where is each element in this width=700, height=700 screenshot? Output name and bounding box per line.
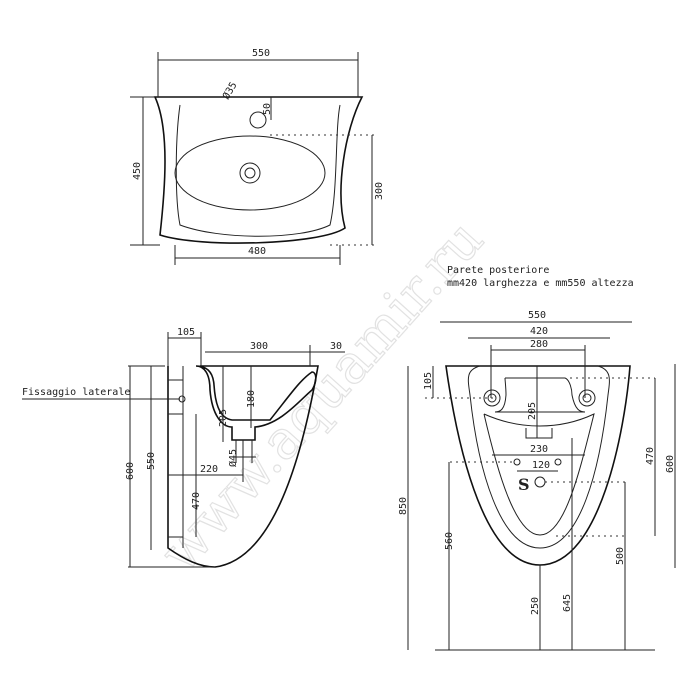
dim-550: 550: [252, 48, 270, 59]
dim-560: 560: [444, 532, 455, 550]
dim-480: 480: [248, 246, 266, 257]
siphon-mark: S: [518, 475, 530, 494]
dim-180: 180: [246, 390, 257, 408]
dim-205-side: 205: [218, 409, 229, 427]
dim-300: 300: [374, 182, 385, 200]
dim-30: 30: [330, 341, 342, 352]
dim-hole-diameter: Ø35: [220, 80, 239, 102]
dim-600-front: 600: [665, 455, 676, 473]
dim-300-side: 300: [250, 341, 268, 352]
dim-450: 450: [132, 162, 143, 180]
dim-205-front: 205: [527, 402, 538, 420]
dim-105-front: 105: [423, 372, 434, 390]
dim-250: 250: [530, 597, 541, 615]
dim-420: 420: [530, 326, 548, 337]
dim-280: 280: [530, 339, 548, 350]
side-view: Fissaggio laterale 105 300 30 600 550 20…: [22, 327, 345, 568]
dim-645: 645: [562, 594, 573, 612]
dim-230: 230: [530, 444, 548, 455]
dim-550-front: 550: [528, 310, 546, 321]
note-line2: mm420 larghezza e mm550 altezza: [447, 278, 634, 289]
dim-120: 120: [532, 460, 550, 471]
dim-220: 220: [200, 464, 218, 475]
note-line1: Parete posteriore: [447, 265, 549, 276]
dim-500: 500: [615, 547, 626, 565]
dim-105-side: 105: [177, 327, 195, 338]
watermark: www.aquamir.ru: [148, 208, 495, 584]
dim-45: Ø45: [227, 449, 239, 467]
label-fissaggio-laterale: Fissaggio laterale: [22, 387, 130, 398]
dim-50: 50: [262, 103, 273, 115]
dim-470-side: 470: [191, 492, 202, 510]
top-view: 550 Ø35 50 450 300 480: [130, 48, 385, 265]
dim-850: 850: [398, 497, 409, 515]
dim-600-side: 600: [125, 462, 136, 480]
dim-470-front: 470: [645, 447, 656, 465]
front-view: Parete posteriore mm420 larghezza e mm55…: [398, 265, 676, 651]
dim-550-side: 550: [146, 452, 157, 470]
